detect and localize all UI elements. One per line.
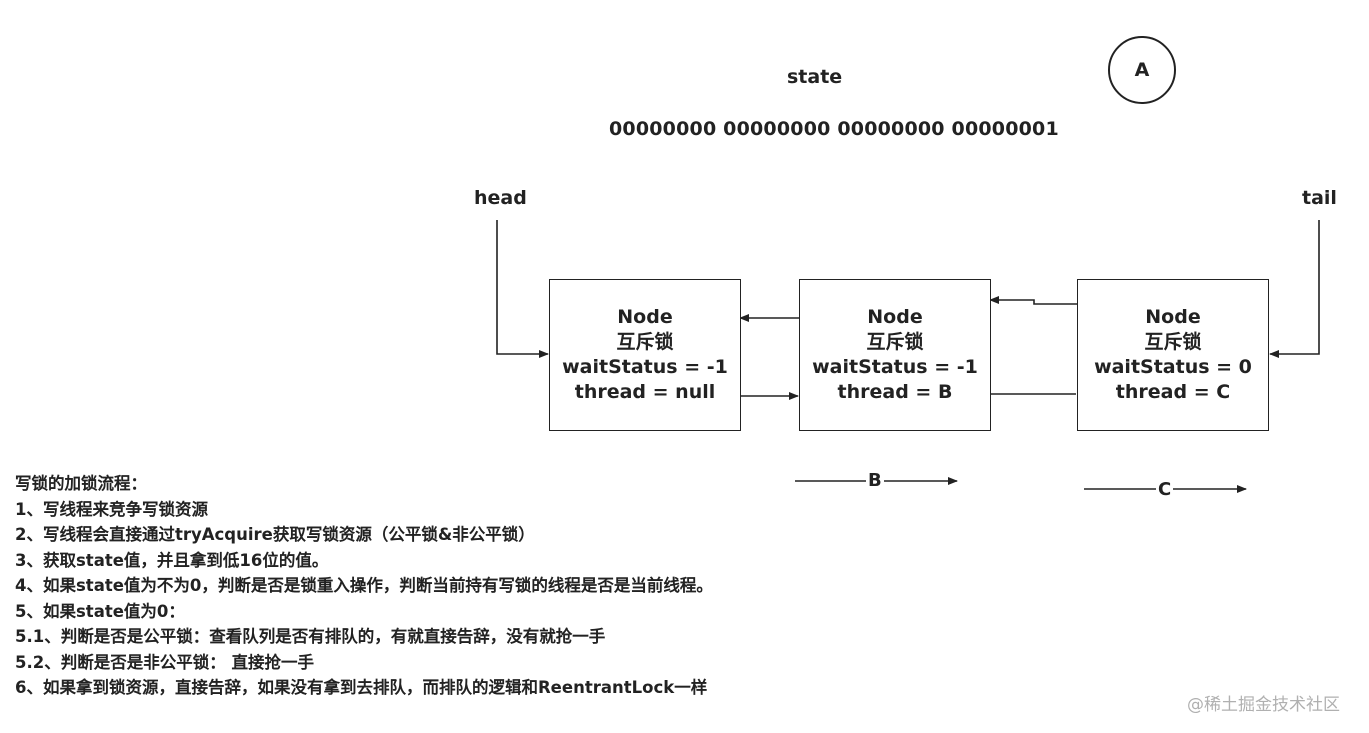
queue-node-c: Node 互斥锁 waitStatus = 0 thread = C [1077,279,1269,431]
node-wait-status: waitStatus = -1 [562,356,728,378]
node-lock-type: 互斥锁 [866,331,924,353]
node-title: Node [1145,306,1201,328]
node-wait-status: waitStatus = 0 [1094,356,1252,378]
write-lock-steps: 写锁的加锁流程： 1、写线程来竞争写锁资源 2、写线程会直接通过tryAcqui… [15,471,713,701]
node-wait-status: waitStatus = -1 [812,356,978,378]
step-item: 4、如果state值为不为0，判断是否是锁重入操作，判断当前持有写锁的线程是否是… [15,576,713,595]
owner-thread-label: A [1134,59,1150,81]
thread-b-label: B [866,470,884,491]
step-item: 2、写线程会直接通过tryAcquire获取写锁资源（公平锁&非公平锁） [15,525,535,544]
node-thread: thread = B [837,381,953,403]
node-title: Node [867,306,923,328]
step-item: 6、如果拿到锁资源，直接告辞，如果没有拿到去排队，而排队的逻辑和Reentran… [15,678,708,697]
queue-node-b: Node 互斥锁 waitStatus = -1 thread = B [799,279,991,431]
tail-label: tail [1302,187,1337,209]
head-pointer-arrow [496,220,549,358]
steps-heading: 写锁的加锁流程： [15,474,147,493]
owner-thread-circle: A [1108,36,1176,104]
tail-pointer-arrow [1269,220,1320,358]
node-thread: thread = C [1115,381,1231,403]
step-item: 5.2、判断是否是非公平锁： 直接抢一手 [15,652,314,672]
watermark: @稀土掘金技术社区 [1187,695,1340,715]
node-title: Node [617,306,673,328]
state-bits: 00000000 00000000 00000000 00000001 [609,118,1059,140]
node-lock-type: 互斥锁 [1144,331,1202,353]
head-label: head [474,187,527,209]
queue-node-head: Node 互斥锁 waitStatus = -1 thread = null [549,279,741,431]
thread-c-label: C [1156,479,1174,500]
step-item: 5、如果state值为0： [15,601,185,621]
step-item: 5.1、判断是否是公平锁：查看队列是否有排队的，有就直接告辞，没有就抢一手 [15,627,606,646]
node3-prev-arrow [989,296,1078,305]
step-item: 1、写线程来竞争写锁资源 [15,499,208,519]
node-lock-type: 互斥锁 [616,331,674,353]
node-thread: thread = null [574,381,716,403]
state-label: state [787,66,843,88]
step-item: 3、获取state值，并且拿到低16位的值。 [15,550,329,570]
